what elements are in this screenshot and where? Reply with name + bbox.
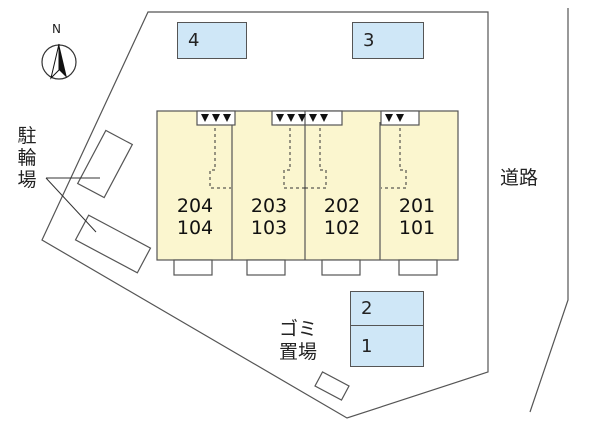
parking-space-2: 2 xyxy=(350,291,424,326)
parking-space-4: 4 xyxy=(177,22,247,59)
entrance-marker-icon xyxy=(276,114,284,122)
entrance-marker-icon xyxy=(212,114,220,122)
unit-lower-number: 102 xyxy=(323,217,361,239)
unit-label-201-101: 201 101 xyxy=(382,195,452,239)
bicycle-parking-label: 駐 輪 場 xyxy=(15,125,39,191)
unit-upper-number: 204 xyxy=(176,195,214,217)
parking-space-number: 4 xyxy=(188,30,200,51)
garbage-shed xyxy=(314,371,350,401)
entrance-marker-icon xyxy=(320,114,328,122)
unit-upper-number: 201 xyxy=(398,195,436,217)
north-label: N xyxy=(52,22,61,36)
unit-upper-number: 203 xyxy=(250,195,288,217)
entrance-markers xyxy=(201,114,404,122)
parking-space-3: 3 xyxy=(352,22,424,59)
parking-space-number: 3 xyxy=(363,30,375,51)
unit-lower-number: 101 xyxy=(398,217,436,239)
entrance-marker-icon xyxy=(396,114,404,122)
unit-label-203-103: 203 103 xyxy=(234,195,304,239)
road-edge-line xyxy=(529,8,569,413)
garbage-label-line: ゴミ xyxy=(279,318,318,340)
entrance-marker-icon xyxy=(298,114,306,122)
unit-lower-number: 103 xyxy=(250,217,288,239)
parking-space-number: 2 xyxy=(361,298,373,319)
garbage-area-label: ゴミ 置場 xyxy=(279,318,317,364)
bike-parking-leader xyxy=(45,177,97,233)
north-arrow-icon xyxy=(41,43,77,80)
north-arrow: N xyxy=(40,22,78,82)
entrance-marker-icon xyxy=(385,114,393,122)
entrance-marker-icon xyxy=(309,114,317,122)
entrance-marker-icon xyxy=(223,114,231,122)
bicycle-parking-char: 場 xyxy=(17,169,37,191)
entrance-marker-icon xyxy=(201,114,209,122)
garbage-label-line: 置場 xyxy=(279,341,318,363)
parking-space-number: 1 xyxy=(361,335,373,357)
road-label: 道路 xyxy=(500,167,539,189)
unit-label-204-104: 204 104 xyxy=(160,195,230,239)
bicycle-parking-char: 駐 xyxy=(17,125,37,147)
unit-upper-number: 202 xyxy=(323,195,361,217)
parking-space-1: 1 xyxy=(350,325,424,367)
bike-rack xyxy=(76,129,134,199)
entrance-marker-icon xyxy=(287,114,295,122)
unit-label-202-102: 202 102 xyxy=(307,195,377,239)
bicycle-parking-char: 輪 xyxy=(17,147,37,169)
apartment-building xyxy=(156,110,459,276)
unit-lower-number: 104 xyxy=(176,217,214,239)
